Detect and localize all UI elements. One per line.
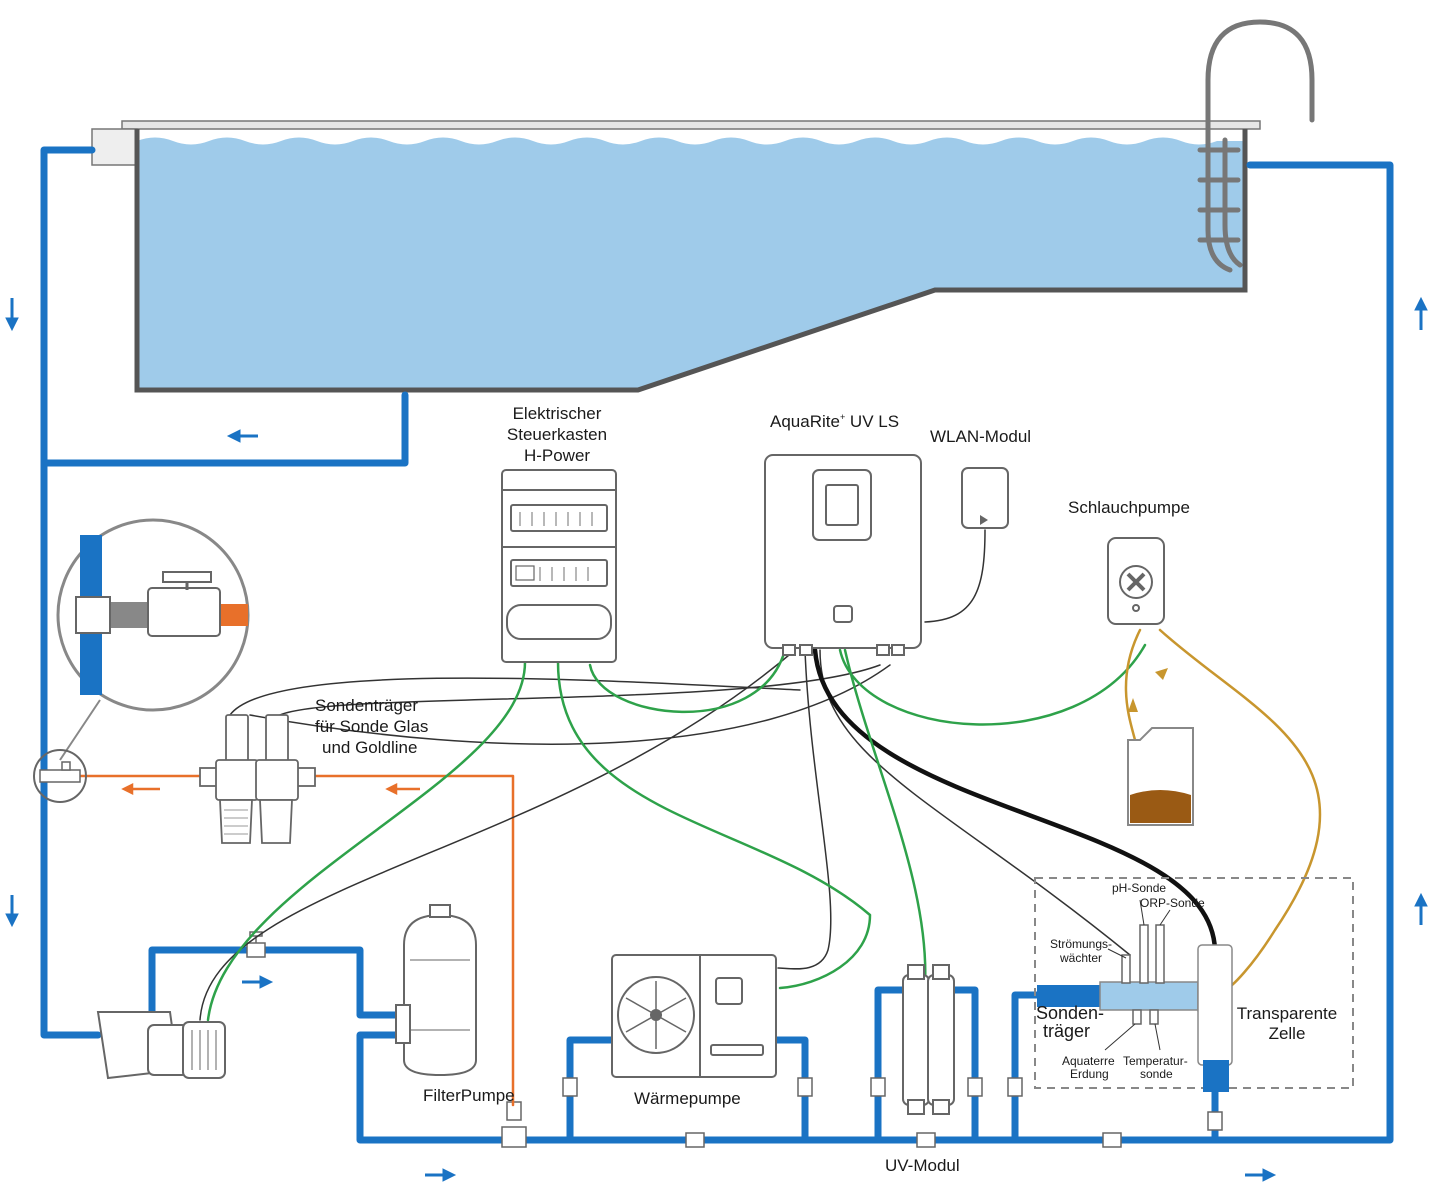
- filter-pump: [96, 1011, 226, 1080]
- flow-switch-label-1: Strömungs-: [1050, 937, 1112, 951]
- arrow-icon: [1155, 668, 1168, 680]
- peristaltic-pump: [1107, 537, 1165, 625]
- valve-icon: [1007, 1077, 1023, 1097]
- valve-icon: [1207, 1111, 1223, 1131]
- pool: [91, 19, 1315, 393]
- filter-pump-label: FilterPumpe: [423, 1086, 515, 1105]
- probe-holder-label-2: träger: [1043, 1021, 1090, 1041]
- transparent-cell-label-2: Zelle: [1269, 1024, 1306, 1043]
- ground-label-2: Erdung: [1070, 1067, 1109, 1081]
- heatpump-loop: [566, 1036, 809, 1144]
- arrow-icon: [5, 298, 19, 332]
- arrow-icon: [425, 1168, 457, 1182]
- valve-icon: [39, 761, 81, 783]
- pool-water: [137, 137, 1245, 390]
- uv-module-label: UV-Modul: [885, 1156, 960, 1175]
- uv-module: [902, 964, 955, 1115]
- control-box-label-3: H-Power: [524, 446, 590, 465]
- flow-arrows: [5, 296, 1428, 1182]
- aquarite-label: AquaRite+ UV LS: [770, 412, 899, 431]
- pool-coping: [121, 120, 1261, 130]
- probe-holder-label-1: Sonden-: [1036, 1003, 1104, 1023]
- cell-assembly: [1034, 877, 1354, 1092]
- valve-icon: [1102, 1132, 1122, 1148]
- flow-switch-label-2: wächter: [1059, 951, 1102, 965]
- orp-probe-label: ORP-Sonde: [1140, 896, 1205, 910]
- labels: Elektrischer Steuerkasten H-Power AquaRi…: [315, 404, 1337, 1175]
- chemical-canister: [1127, 727, 1194, 826]
- sample-flow-arrows: [121, 782, 420, 796]
- valve-icon: [685, 1132, 705, 1148]
- temp-probe-label-2: sonde: [1140, 1067, 1173, 1081]
- wlan-label: WLAN-Modul: [930, 427, 1031, 446]
- arrow-icon: [1245, 1168, 1277, 1182]
- sample-line: [58, 774, 515, 1107]
- pool-basin-outline: [134, 129, 1248, 393]
- heat-pump-label: Wärmepumpe: [634, 1089, 741, 1108]
- heat-pump: [611, 954, 777, 1078]
- cables: [199, 529, 1322, 1022]
- hose-arrows: [1128, 668, 1168, 712]
- valve-icon: [562, 1077, 578, 1097]
- peristaltic-label: Schlauchpumpe: [1068, 498, 1190, 517]
- arrow-icon: [1128, 698, 1138, 712]
- valves: [246, 931, 1223, 1148]
- control-box-label-2: Steuerkasten: [507, 425, 607, 444]
- pump-to-filter-pipe: [148, 946, 409, 1019]
- skimmer: [91, 128, 138, 166]
- probe-holder-glass-label-2: für Sonde Glas: [315, 717, 428, 736]
- ph-probe-label: pH-Sonde: [1112, 881, 1166, 895]
- wlan-module: [961, 467, 1009, 529]
- sand-filter: [395, 904, 477, 1077]
- arrow-icon: [1414, 296, 1428, 330]
- valve-icon: [501, 1101, 527, 1148]
- valve-icon: [797, 1077, 813, 1097]
- ground-label-1: Aquaterre: [1062, 1054, 1115, 1068]
- arrow-icon: [1414, 892, 1428, 925]
- arrow-icon: [226, 429, 258, 443]
- main-drain-pipe: [40, 391, 409, 467]
- ladder-icon: [1197, 19, 1315, 273]
- valve-icon: [916, 1132, 936, 1148]
- fan-icon: [617, 976, 695, 1054]
- valve-icon: [870, 1077, 886, 1097]
- valve-icon: [967, 1077, 983, 1097]
- control-box-label-1: Elektrischer: [513, 404, 602, 423]
- temp-probe-label-1: Temperatur-: [1123, 1054, 1188, 1068]
- arrow-icon: [242, 975, 274, 989]
- skimmer-return-pipe: [40, 146, 102, 1039]
- valve-detail-zoom: [33, 518, 250, 803]
- arrow-icon: [5, 895, 19, 928]
- probe-holder-glass-label-1: Sondenträger: [315, 696, 418, 715]
- probe-holder-glass: [199, 714, 316, 844]
- control-box: [501, 469, 617, 663]
- aquarite-device: [764, 454, 922, 656]
- valve-icon: [246, 931, 266, 958]
- probe-holder-glass-label-3: und Goldline: [322, 738, 417, 757]
- transparent-cell-label-1: Transparente: [1237, 1004, 1337, 1023]
